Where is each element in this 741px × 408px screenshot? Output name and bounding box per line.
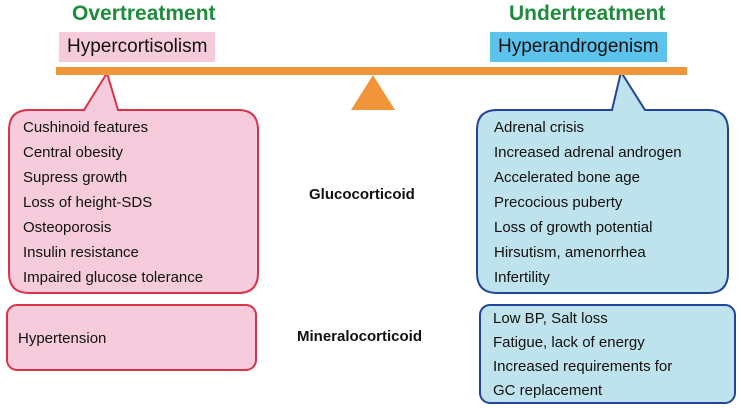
right-glucocorticoid-list: Adrenal crisis Increased adrenal androge… [494, 115, 682, 290]
list-item: Increased adrenal androgen [494, 144, 682, 161]
list-item: Fatigue, lack of energy [493, 334, 645, 351]
left-glucocorticoid-list: Cushinoid features Central obesity Supre… [23, 115, 203, 290]
right-mineralocorticoid-box [479, 304, 736, 404]
list-item: Cushinoid features [23, 119, 149, 136]
list-item: Osteoporosis [23, 219, 112, 236]
list-item: Insulin resistance [23, 244, 139, 261]
list-item: Increased requirements for [493, 358, 673, 375]
left-mineralocorticoid-box [6, 304, 257, 371]
mineralocorticoid-label: Mineralocorticoid [297, 328, 423, 345]
list-item: Hypertension [18, 330, 107, 347]
list-item: Adrenal crisis [494, 119, 585, 136]
list-item: Accelerated bone age [494, 169, 640, 186]
hyperandrogenism-label: Hyperandrogenism [490, 32, 667, 62]
fulcrum-triangle [351, 75, 395, 110]
balance-beam [56, 67, 687, 75]
glucocorticoid-label: Glucocorticoid [309, 186, 415, 203]
list-item: Supress growth [23, 169, 128, 186]
left-mineralocorticoid-list: Hypertension [18, 326, 106, 351]
undertreatment-heading: Undertreatment [509, 2, 666, 25]
list-item: GC replacement [493, 382, 603, 399]
list-item: Infertility [494, 269, 550, 286]
list-item: Central obesity [23, 144, 124, 161]
left-glucocorticoid-callout [8, 70, 259, 294]
list-item: Hirsutism, amenorrhea [494, 244, 646, 261]
right-mineralocorticoid-list: Low BP, Salt loss Fatigue, lack of energ… [493, 307, 672, 403]
list-item: Low BP, Salt loss [493, 310, 608, 327]
overtreatment-heading: Overtreatment [72, 2, 216, 25]
list-item: Precocious puberty [494, 194, 623, 211]
right-glucocorticoid-callout [476, 69, 729, 294]
list-item: Loss of growth potential [494, 219, 653, 236]
list-item: Impaired glucose tolerance [23, 269, 204, 286]
list-item: Loss of height-SDS [23, 194, 153, 211]
hypercortisolism-label: Hypercortisolism [59, 32, 216, 62]
